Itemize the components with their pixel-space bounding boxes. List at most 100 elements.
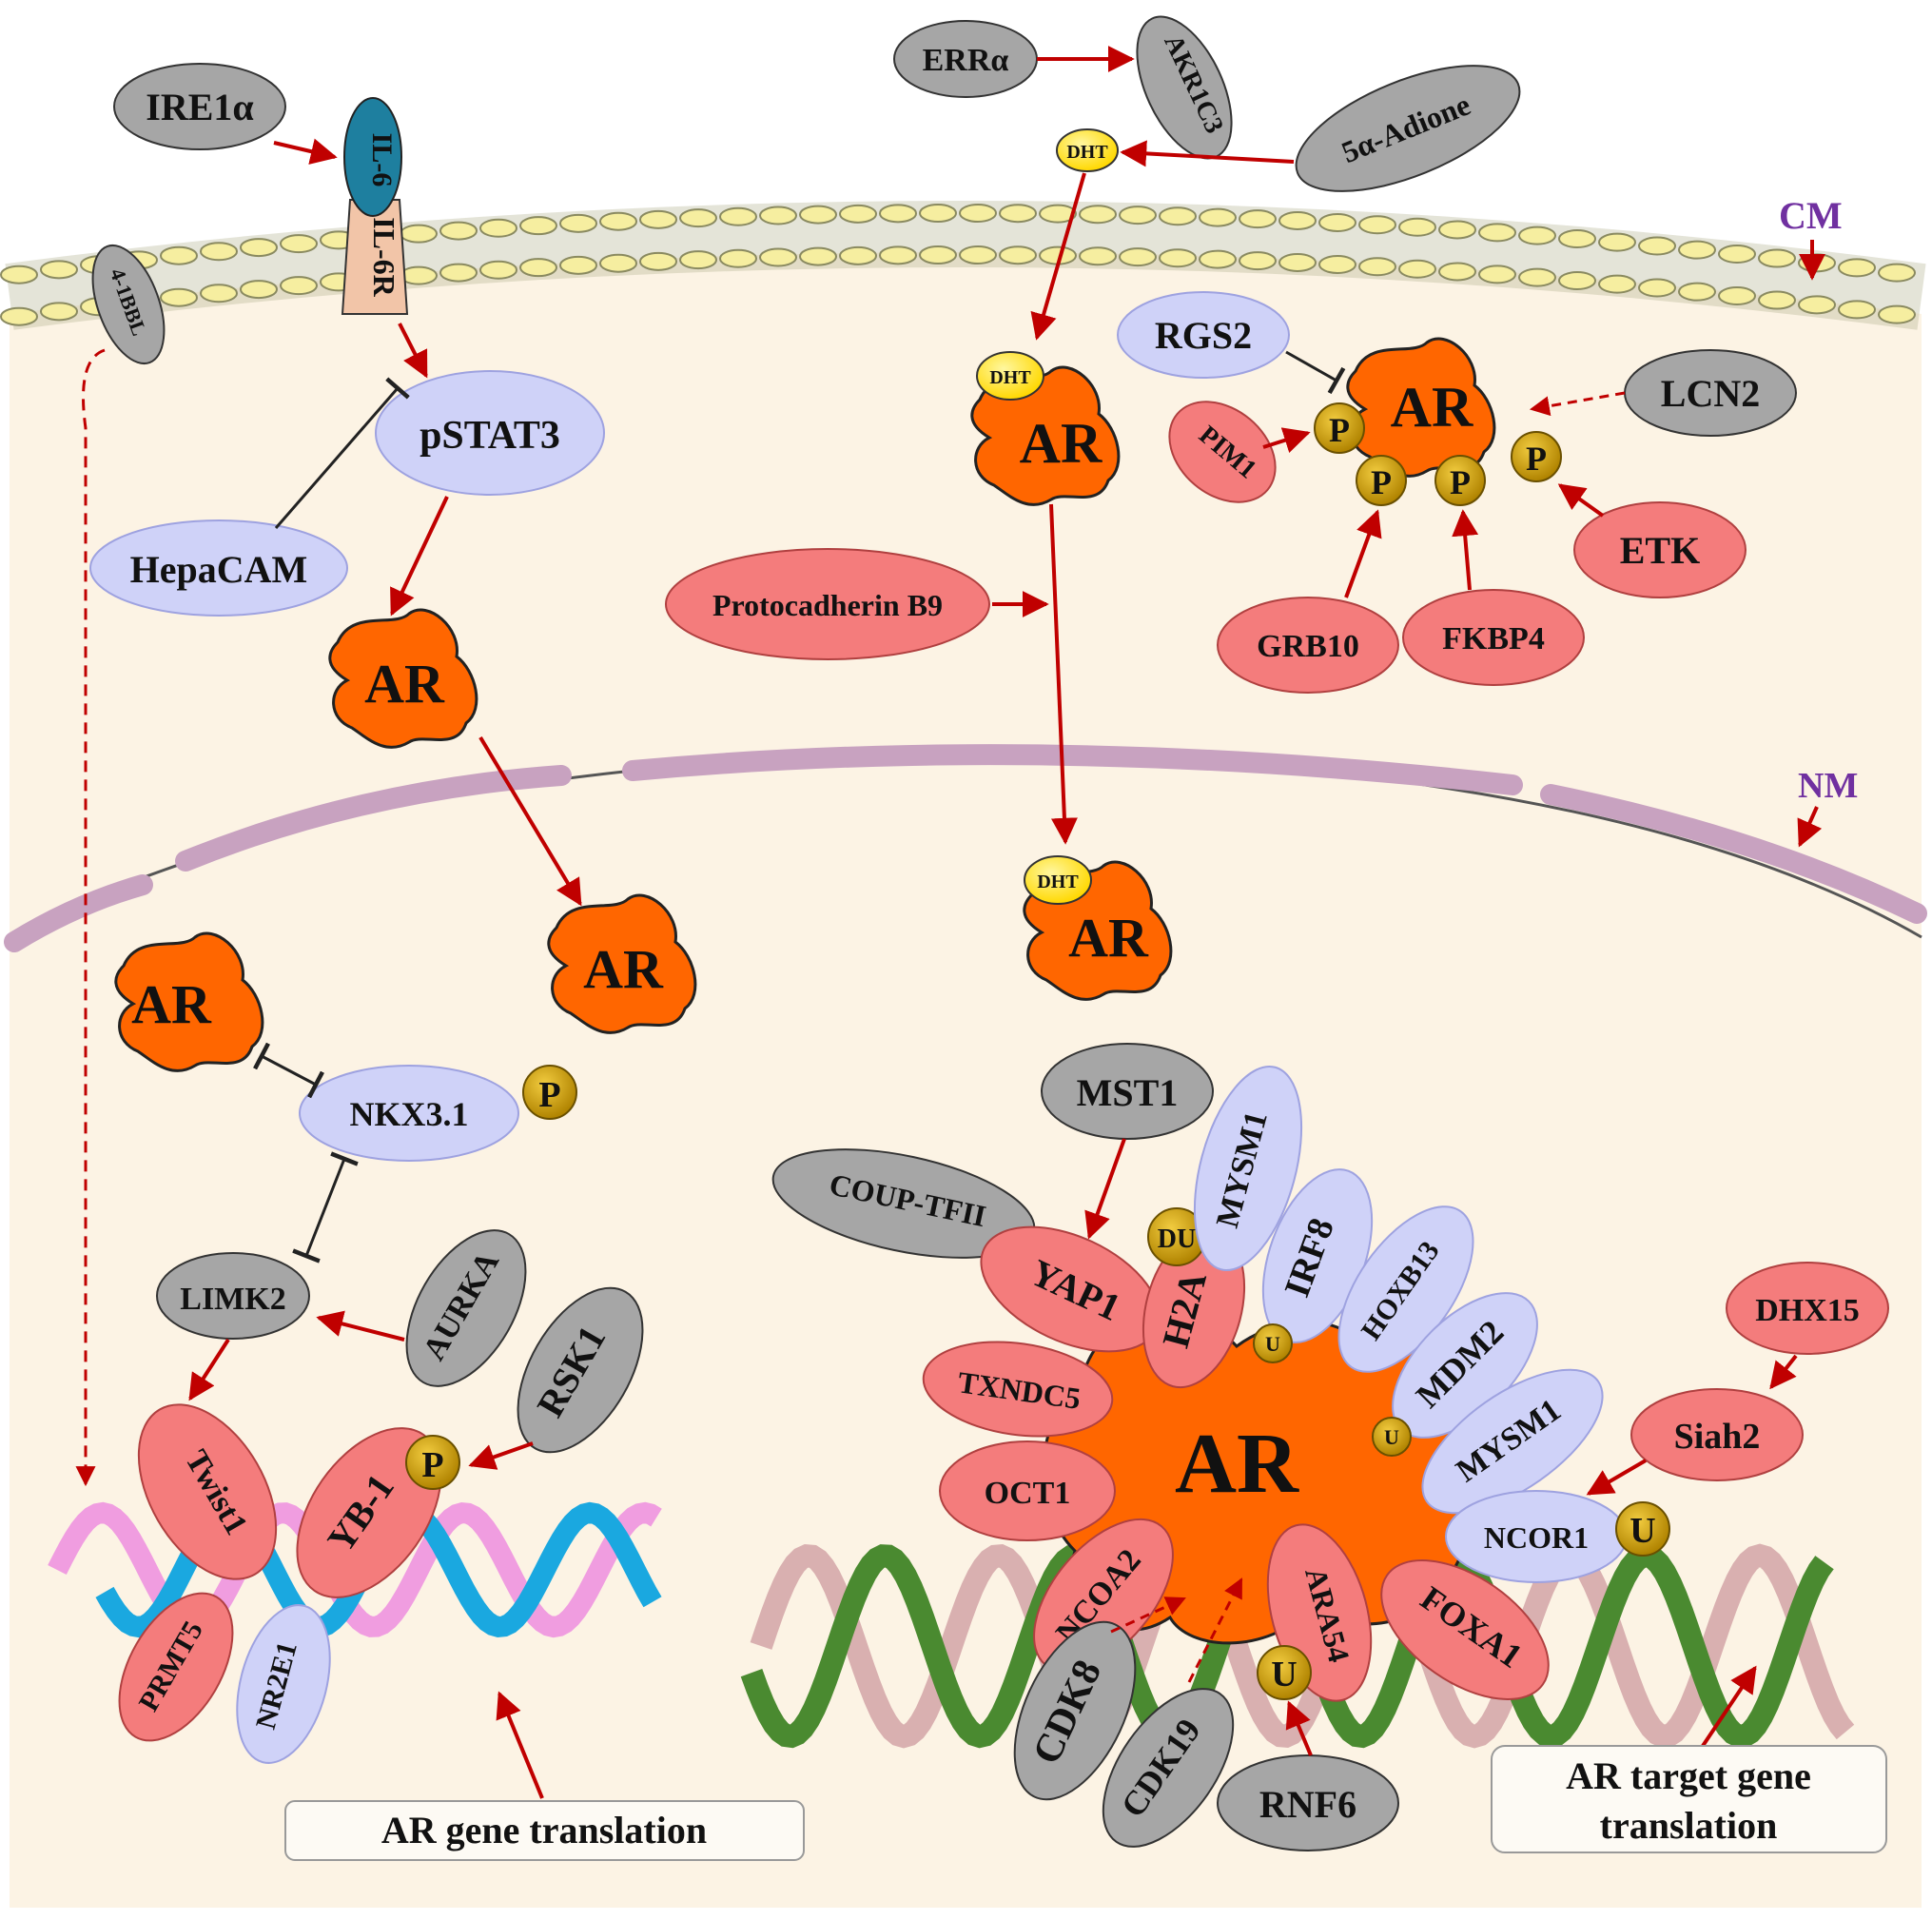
lipid-head bbox=[1598, 274, 1636, 294]
protocadherin-label: Protocadherin B9 bbox=[712, 588, 943, 622]
lipid-head bbox=[400, 224, 438, 244]
twist1-node bbox=[137, 1403, 278, 1580]
lipid-head bbox=[1758, 248, 1796, 268]
lipid-head bbox=[719, 248, 757, 268]
irf8-ubiquitin bbox=[1253, 1323, 1293, 1363]
rnf6-node bbox=[1217, 1754, 1399, 1851]
etk-node bbox=[1573, 501, 1747, 598]
lipid-head bbox=[1478, 264, 1516, 284]
lipid-head bbox=[1878, 263, 1916, 283]
lipid-head bbox=[759, 206, 797, 225]
fkbp4-label: FKBP4 bbox=[1442, 621, 1545, 656]
lipid-head bbox=[479, 260, 517, 280]
phospho-label-1: P bbox=[1329, 411, 1350, 449]
lipid-head bbox=[200, 242, 238, 262]
lipid-head bbox=[839, 204, 877, 224]
lipid-head bbox=[479, 218, 517, 238]
du-label: DU bbox=[1158, 1224, 1196, 1254]
foxa1-node bbox=[1380, 1559, 1550, 1700]
grb10-node bbox=[1217, 597, 1399, 694]
nkx31-node bbox=[299, 1065, 519, 1162]
lipid-head bbox=[1398, 259, 1436, 279]
ar-phospho-label: AR bbox=[1391, 376, 1473, 439]
fkbp4-node bbox=[1402, 589, 1585, 686]
lipid-head bbox=[959, 204, 997, 224]
il6r-receptor: IL-6R bbox=[341, 199, 409, 315]
ncor1-label: NCOR1 bbox=[1484, 1520, 1589, 1555]
mst1-label: MST1 bbox=[1077, 1071, 1179, 1114]
ire1a-label: IRE1α bbox=[146, 86, 253, 128]
lipid-head bbox=[0, 306, 38, 326]
lipid-head bbox=[559, 213, 597, 233]
lipid-head bbox=[1558, 271, 1596, 291]
pstat3-label: pSTAT3 bbox=[420, 414, 560, 458]
il6-label: IL-6 bbox=[366, 133, 398, 187]
hepacam-node bbox=[89, 519, 348, 617]
hoxb13-node bbox=[1337, 1205, 1474, 1373]
dht-nuclear-label: DHT bbox=[1037, 872, 1079, 892]
lipid-head bbox=[1878, 304, 1916, 324]
yb1-phospho bbox=[405, 1435, 460, 1490]
lipid-head bbox=[1239, 251, 1277, 271]
lipid-head bbox=[599, 211, 637, 231]
cdk19-node bbox=[1102, 1688, 1235, 1848]
erra-label: ERRα bbox=[923, 43, 1009, 78]
dht-bound-node bbox=[976, 351, 1044, 401]
lipid-head bbox=[1638, 278, 1676, 298]
mdm2-u-label: U bbox=[1384, 1425, 1399, 1449]
lipid-head bbox=[1598, 232, 1636, 252]
lipid-head bbox=[1199, 249, 1237, 269]
lipid-head bbox=[1798, 253, 1836, 273]
lipid-head bbox=[1518, 267, 1556, 287]
dht-bound-label: DHT bbox=[989, 367, 1031, 388]
hepacam-label: HepaCAM bbox=[130, 548, 308, 591]
mysm1-top-node bbox=[1193, 1065, 1303, 1272]
lipid-head bbox=[1838, 300, 1876, 320]
lipid-head bbox=[1159, 206, 1197, 226]
pstat3-node bbox=[375, 370, 605, 496]
phospho-site-2 bbox=[1356, 455, 1407, 506]
lipid-head bbox=[1798, 295, 1836, 315]
nkx31-phospho bbox=[522, 1065, 577, 1120]
ncor1-u-label: U bbox=[1630, 1511, 1655, 1551]
phospho-label-3: P bbox=[1450, 463, 1471, 501]
lipid-head bbox=[639, 209, 677, 229]
yb1-phospho-label: P bbox=[421, 1445, 443, 1485]
siah2-node bbox=[1630, 1388, 1804, 1481]
grb10-label: GRB10 bbox=[1257, 629, 1359, 664]
lipid-head bbox=[919, 204, 957, 224]
ire1a-node bbox=[113, 63, 286, 150]
phospho-site-4 bbox=[1511, 431, 1562, 482]
prmt5-node bbox=[118, 1592, 234, 1742]
lipid-head bbox=[519, 258, 557, 278]
lipid-head bbox=[1718, 244, 1756, 264]
protocadherin-node bbox=[665, 548, 990, 660]
lipid-head bbox=[1119, 206, 1157, 225]
nkx31-phospho-label: P bbox=[538, 1075, 560, 1115]
yb1-node bbox=[296, 1427, 442, 1598]
phospho-label-2: P bbox=[1371, 463, 1392, 501]
lipid-head bbox=[1398, 217, 1436, 237]
lipid-head bbox=[879, 245, 917, 265]
lipid-head bbox=[240, 280, 278, 300]
lipid-head bbox=[0, 264, 38, 284]
nkx31-label: NKX3.1 bbox=[350, 1095, 469, 1133]
siah2-label: Siah2 bbox=[1674, 1417, 1761, 1457]
ncor1-ubiquitin bbox=[1615, 1501, 1670, 1557]
etk-label: ETK bbox=[1620, 529, 1700, 572]
ara54-u-label: U bbox=[1271, 1655, 1297, 1695]
bbl41-node bbox=[91, 244, 166, 365]
lipid-head bbox=[1478, 223, 1516, 243]
lipid-head bbox=[1278, 210, 1317, 230]
mysm1-right-node bbox=[1421, 1368, 1604, 1515]
lcn2-label: LCN2 bbox=[1661, 372, 1760, 415]
lipid-head bbox=[1278, 252, 1317, 272]
txndc5-node bbox=[922, 1341, 1114, 1438]
ar-gene-translation-box bbox=[284, 1800, 805, 1861]
ar-dht-label: AR bbox=[1020, 412, 1103, 475]
lipid-head bbox=[160, 245, 198, 265]
lipid-head bbox=[1119, 247, 1157, 267]
lipid-head bbox=[759, 247, 797, 267]
lipid-head bbox=[1199, 207, 1237, 227]
lipid-head bbox=[40, 260, 78, 280]
